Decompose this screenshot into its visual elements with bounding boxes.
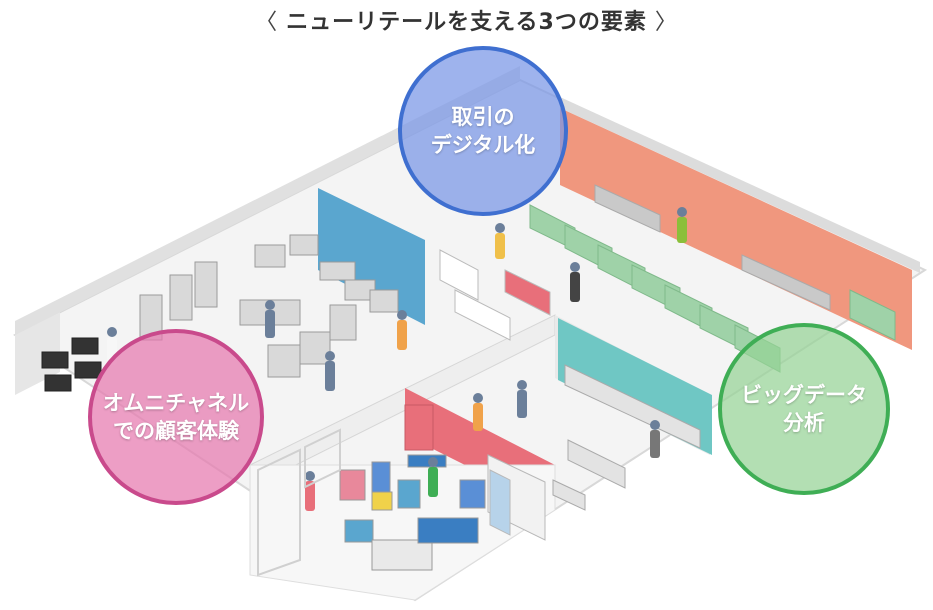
produce-stands [594, 184, 831, 311]
left-back-wall [15, 312, 60, 395]
accent-orange-wall [560, 108, 912, 350]
bubble-line-1: オムニチャネル [102, 391, 250, 415]
checkout-counters [439, 249, 551, 341]
clothing-racks [339, 454, 486, 571]
page-title: 〈ニューリテールを支える3つの要素〉 [0, 4, 933, 36]
bubble-line-2: での顧客体験 [113, 419, 239, 443]
shoppers [107, 207, 687, 511]
right-bracket: 〉 [654, 10, 678, 35]
title-text: ニューリテールを支える3つの要素 [286, 10, 647, 35]
left-bracket: 〈 [255, 10, 279, 35]
bubble-line-1: ビッグデータ [741, 383, 867, 407]
bubble-line-1: 取引の [451, 105, 515, 129]
digital-transactions-bubble: 取引の デジタル化 [398, 46, 568, 216]
bubble-line-2: 分析 [783, 411, 825, 435]
cosmetics-counters [552, 364, 701, 511]
big-data-bubble: ビッグデータ 分析 [718, 323, 890, 495]
shopfront-windows [257, 428, 341, 577]
shelf-display-red [404, 404, 434, 451]
left-outer-wall [15, 66, 520, 335]
tv-wall [41, 337, 102, 392]
omnichannel-bubble: オムニチャネル での顧客体験 [88, 329, 264, 505]
bubble-line-2: デジタル化 [430, 133, 536, 157]
fitting-room [487, 454, 546, 541]
